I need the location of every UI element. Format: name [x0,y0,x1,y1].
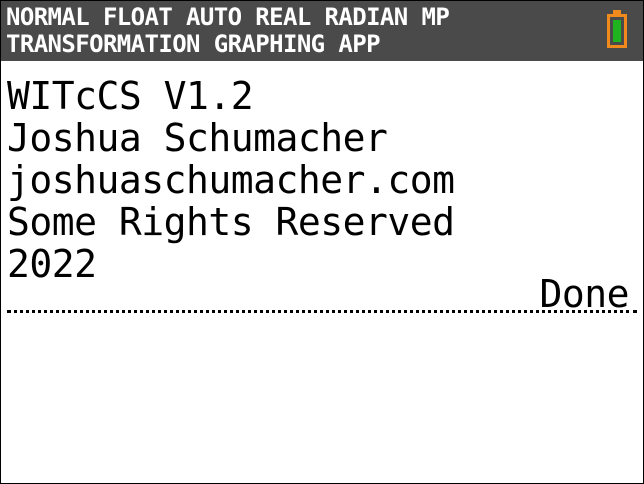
home-screen[interactable]: WITcCS V1.2 Joshua Schumacher joshuaschu… [1,61,643,483]
battery-cap [613,10,621,14]
output-line-version: WITcCS V1.2 [7,74,254,118]
status-bar: NORMAL FLOAT AUTO REAL RADIAN MP TRANSFO… [1,1,643,61]
output-line-website: joshuaschumacher.com [7,158,455,202]
battery-level-fill [613,20,621,42]
app-status-line: TRANSFORMATION GRAPHING APP [6,30,381,58]
output-line-year: 2022 [7,242,97,286]
battery-icon [607,10,627,48]
result-done: Done [539,272,629,316]
battery-body [607,14,627,48]
dotted-divider [7,310,637,313]
mode-status-line: NORMAL FLOAT AUTO REAL RADIAN MP [6,3,450,31]
output-line-rights: Some Rights Reserved [7,200,455,244]
output-line-author: Joshua Schumacher [7,116,388,160]
